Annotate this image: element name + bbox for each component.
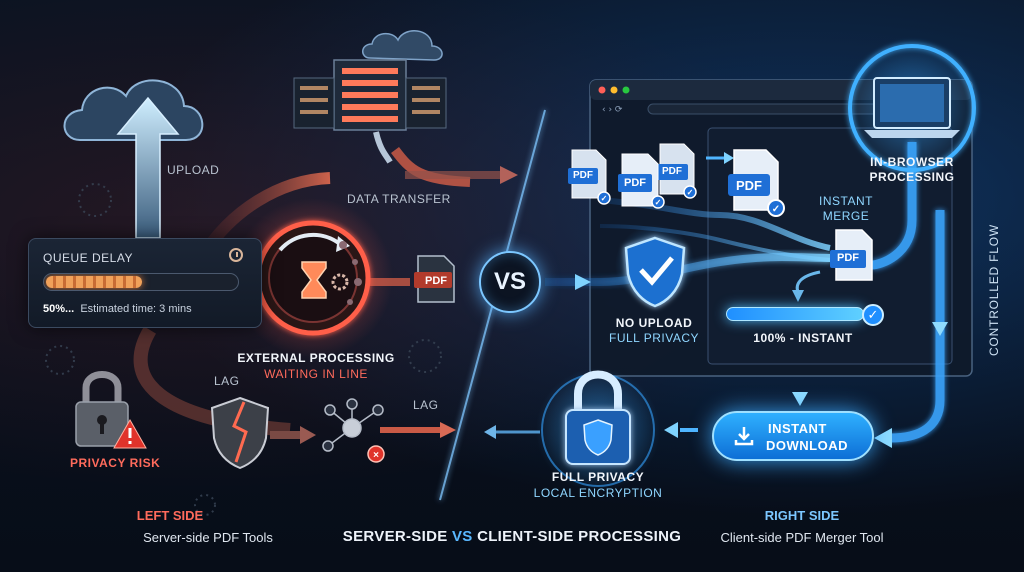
instant-progress-label: 100% - INSTANT <box>753 331 853 345</box>
instant-merge-label-1: INSTANT <box>819 194 873 208</box>
server-rack-icon <box>293 30 447 164</box>
pdf-file-icon <box>728 149 785 217</box>
network-error-icon <box>322 398 385 463</box>
queue-estimate: Estimated time: 3 mins <box>80 303 192 315</box>
right-side-subtitle: Client-side PDF Merger Tool <box>720 530 884 545</box>
right-pdf-badge-1: PDF <box>573 170 593 181</box>
left-side-heading: LEFT SIDE <box>136 508 204 523</box>
queue-status: 50%... Estimated time: 3 mins <box>43 303 192 315</box>
queue-percent: 50%... <box>43 303 75 315</box>
upload-label: UPLOAD <box>167 163 220 177</box>
svg-text:‹ › ⟳: ‹ › ⟳ <box>602 105 623 115</box>
full-privacy-label: FULL PRIVACY <box>551 470 645 484</box>
hourglass-icon <box>301 261 327 299</box>
shield-check-icon <box>624 236 686 308</box>
svg-text:✓: ✓ <box>655 198 662 207</box>
download-label-1: INSTANT <box>768 421 827 436</box>
queue-progress-fill <box>46 276 142 288</box>
broken-shield-icon <box>210 396 270 470</box>
svg-text:×: × <box>373 450 379 461</box>
right-pdf-badge-2: PDF <box>624 177 646 189</box>
title-part-1: SERVER-SIDE <box>342 528 452 545</box>
left-side-subtitle: Server-side PDF Tools <box>143 530 273 545</box>
pdf-file-icon <box>414 255 455 303</box>
lag-label-2: LAG <box>413 398 439 412</box>
padlock-shield-icon <box>565 370 631 465</box>
pdf-file-icon <box>618 153 665 209</box>
lag-label-1: LAG <box>214 374 240 388</box>
pdf-file-icon <box>656 143 697 199</box>
in-browser-label-2: PROCESSING <box>869 170 955 184</box>
cloud-upload-icon <box>63 79 204 239</box>
svg-text:✓: ✓ <box>772 204 780 215</box>
queue-delay-title: QUEUE DELAY <box>43 251 133 265</box>
waiting-in-line-label: WAITING IN LINE <box>264 367 368 381</box>
right-pdf-badge-3: PDF <box>662 166 682 177</box>
padlock-warning-icon <box>75 371 147 449</box>
download-icon <box>734 427 754 446</box>
privacy-risk-label: PRIVACY RISK <box>70 456 161 470</box>
svg-text:✓: ✓ <box>601 194 608 203</box>
title-vs: VS <box>451 528 473 545</box>
clock-icon <box>229 248 243 262</box>
external-processing-label: EXTERNAL PROCESSING <box>237 351 395 365</box>
instant-download-button[interactable]: INSTANT DOWNLOAD <box>712 411 874 461</box>
pdf-file-icon <box>568 149 611 205</box>
right-pdf-badge-4: PDF <box>736 178 762 193</box>
pdf-file-icon <box>830 229 873 281</box>
svg-text:✓: ✓ <box>687 188 694 197</box>
gear-icon <box>331 273 349 291</box>
laptop-icon <box>864 77 960 138</box>
in-browser-label-1: IN-BROWSER <box>870 155 954 169</box>
no-upload-label: NO UPLOAD <box>615 316 693 330</box>
title-part-2: CLIENT-SIDE PROCESSING <box>472 528 682 545</box>
instant-merge-label-2: MERGE <box>822 209 870 223</box>
left-pdf-badge: PDF <box>425 275 447 287</box>
queue-delay-panel: QUEUE DELAY 50%... Estimated time: 3 min… <box>28 238 262 328</box>
full-privacy-small-label: FULL PRIVACY <box>608 331 700 345</box>
vs-badge: VS <box>479 251 541 313</box>
instant-progress-bar <box>726 307 864 321</box>
diagram-title: SERVER-SIDE VS CLIENT-SIDE PROCESSING <box>343 528 681 545</box>
queue-progress-bar <box>43 273 239 291</box>
download-label-2: DOWNLOAD <box>766 438 848 453</box>
data-transfer-label: DATA TRANSFER <box>347 192 451 206</box>
check-icon: ✓ <box>862 304 884 326</box>
right-side-heading: RIGHT SIDE <box>764 508 840 523</box>
local-encryption-label: LOCAL ENCRYPTION <box>533 486 663 500</box>
merged-pdf-badge: PDF <box>837 252 859 264</box>
controlled-flow-label: CONTROLLED FLOW <box>987 223 1001 357</box>
